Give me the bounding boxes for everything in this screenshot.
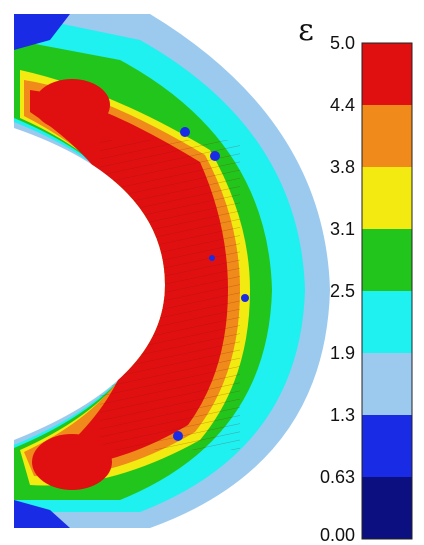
colorbar-band <box>362 477 412 540</box>
blue-spot <box>180 127 190 137</box>
colorbar-band <box>362 291 412 354</box>
colorbar-tick-label: 1.9 <box>330 343 355 363</box>
colorbar-tick-label: 3.1 <box>330 219 355 239</box>
colorbar-band <box>362 105 412 168</box>
blue-spot <box>209 255 215 261</box>
colorbar-band <box>362 43 412 106</box>
colorbar-band <box>362 353 412 416</box>
red-lobe-bottom <box>32 434 112 490</box>
colorbar-tick-label: 4.4 <box>330 95 355 115</box>
blue-corner-top <box>14 14 70 50</box>
blue-spot <box>173 431 183 441</box>
colorbar-tick-labels: 5.0 4.4 3.8 3.1 2.5 1.9 1.3 0.63 0.00 <box>320 33 355 545</box>
colorbar-tick-label: 2.5 <box>330 281 355 301</box>
colorbar-band <box>362 229 412 292</box>
colorbar-tick-label: 0.63 <box>320 467 355 487</box>
blue-spot <box>241 294 249 302</box>
colorbar-band <box>362 415 412 478</box>
colorbar-bands <box>362 43 412 540</box>
blue-spot <box>210 151 220 161</box>
wrinkle-texture <box>100 140 240 450</box>
colorbar-tick-label: 1.3 <box>330 405 355 425</box>
colorbar-tick-label: 0.00 <box>320 525 355 545</box>
colorbar-frame <box>361 42 413 540</box>
colorbar-tick-label: 5.0 <box>330 33 355 53</box>
colorbar-symbol: ε <box>298 13 314 48</box>
half-ring-model <box>14 14 330 528</box>
colorbar-band <box>362 167 412 230</box>
colorbar-tick-label: 3.8 <box>330 157 355 177</box>
blue-corner-bottom <box>14 500 70 528</box>
red-lobe-top <box>34 79 110 131</box>
colorbar: ε 5.0 4.4 3.8 3.1 2.5 1.9 1.3 0.63 0.00 <box>298 13 413 545</box>
